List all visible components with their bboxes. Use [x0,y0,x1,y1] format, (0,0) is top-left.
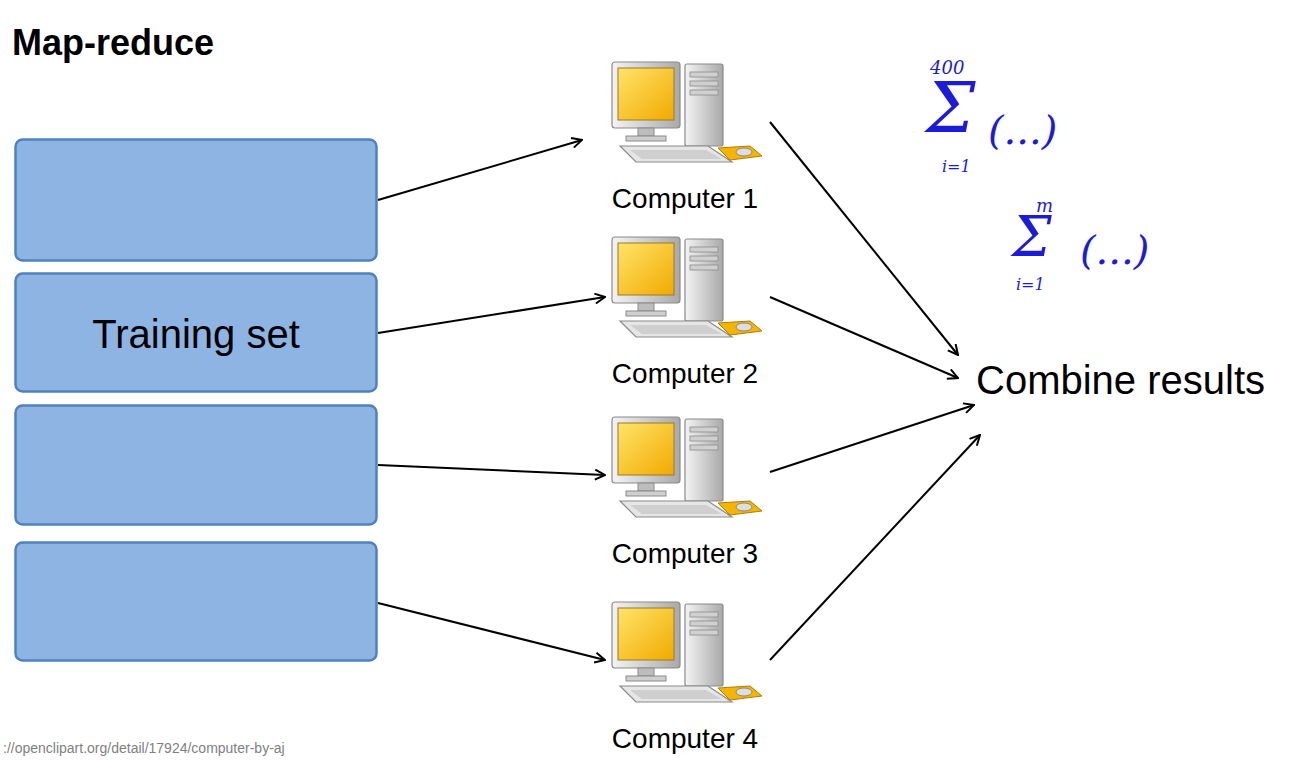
computer-node: Computer 3 [600,415,770,570]
handwritten-term: (...) [1080,228,1149,272]
handwritten-index: i=1 [1016,276,1045,294]
computer-label: Computer 2 [600,358,770,390]
handwritten-sigma: Σ [926,70,976,147]
computer-icon [600,415,770,525]
result-label: Combine results [976,356,1265,404]
arrow-connector [770,297,958,378]
arrow-connector [378,297,605,333]
node-text: Training set [14,310,378,358]
arrow-connector [378,465,605,475]
computer-node: Computer 4 [600,600,770,755]
arrow-connector [378,140,582,200]
computer-icon [600,60,770,170]
training-set-stack: Training set [14,138,378,662]
computer-node: Computer 1 [600,60,770,215]
image-credit: ://openclipart.org/detail/17924/computer… [3,741,285,756]
arrow-connector [378,603,605,660]
computer-icon [600,235,770,345]
partition-box [16,406,377,525]
computer-label: Computer 1 [600,183,770,215]
diagram-title: Map-reduce [12,22,214,64]
result-node: Combine results [976,356,1265,404]
arrow-connector [770,122,958,355]
computer-label: Computer 3 [600,538,770,570]
handwritten-sigma: Σ [1012,206,1052,268]
handwritten-term: (...) [988,108,1057,152]
arrow-connector [770,405,974,472]
partition-box [16,543,377,661]
data-partitions [14,138,378,662]
arrow-connector [770,435,980,660]
partition-box [16,140,377,261]
computer-node: Computer 2 [600,235,770,390]
computer-label: Computer 4 [600,723,770,755]
computer-icon [600,600,770,710]
handwritten-index: i=1 [942,158,971,176]
